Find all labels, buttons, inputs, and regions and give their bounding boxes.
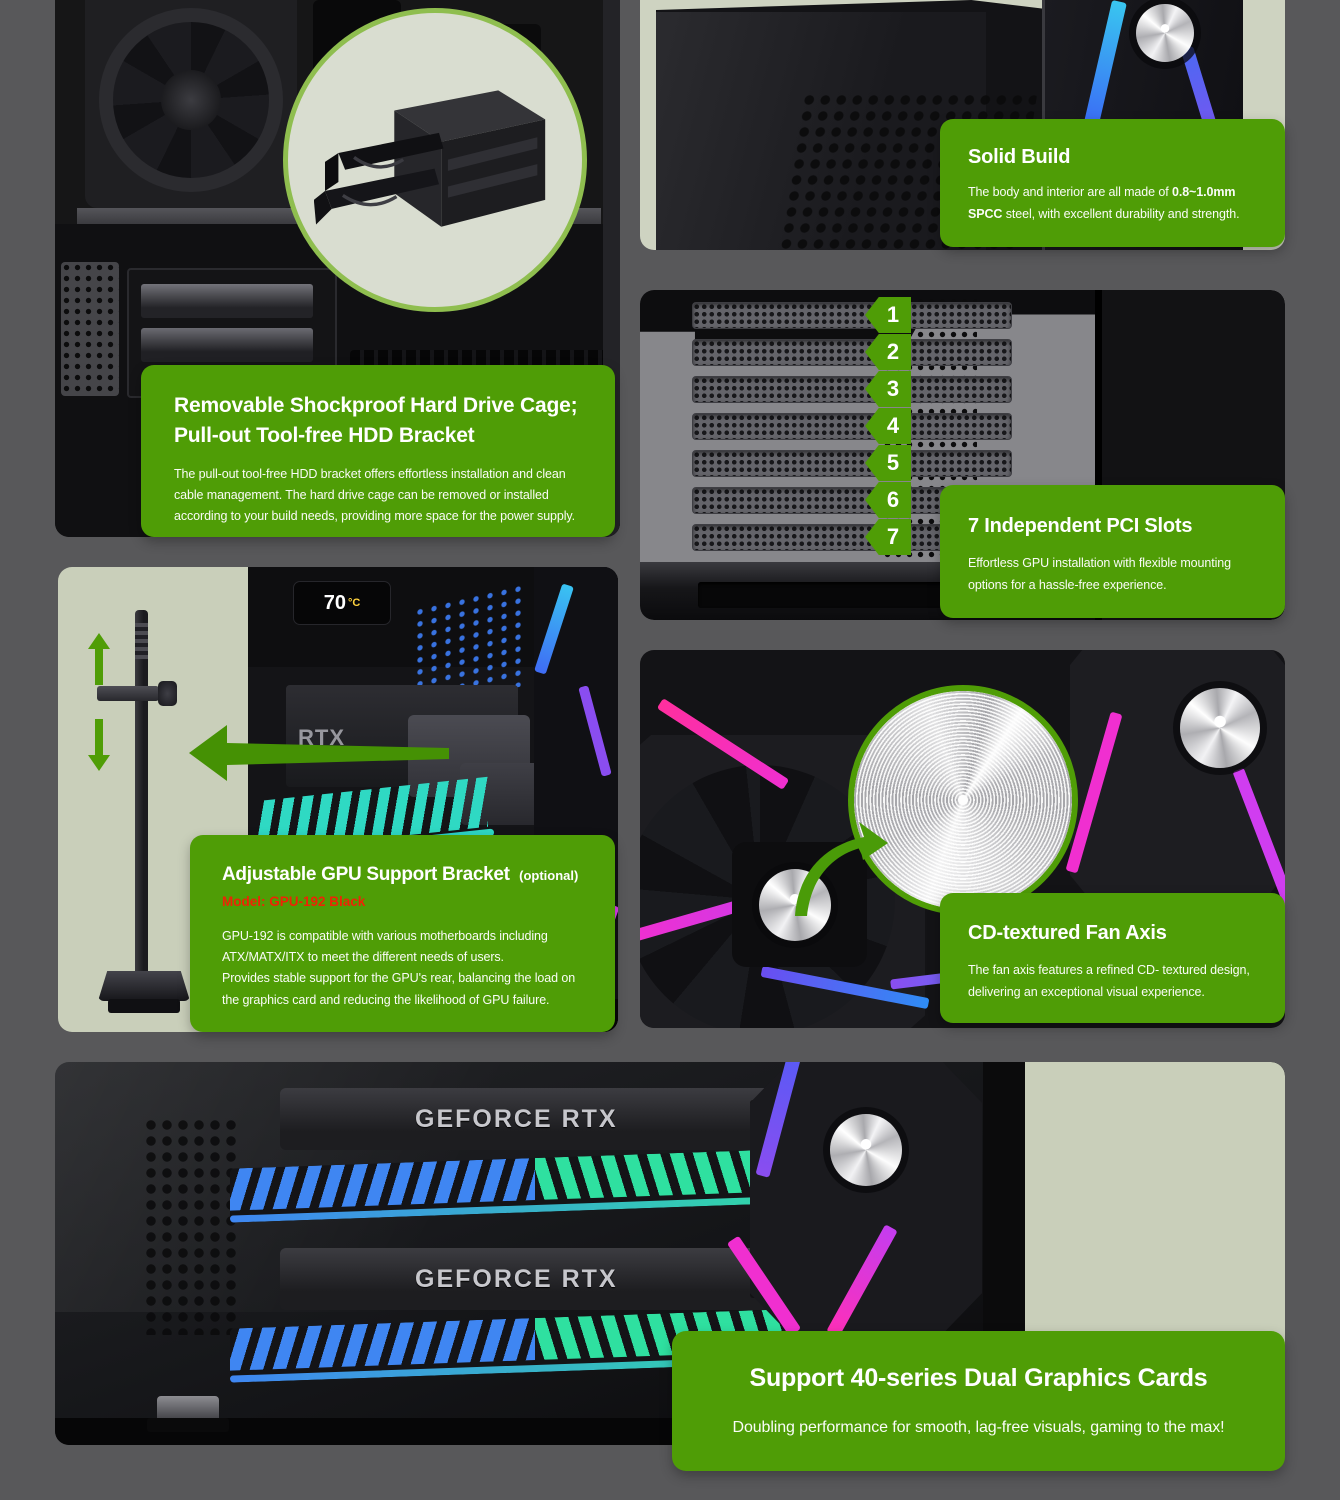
pci-slot-cover <box>692 339 1012 366</box>
cd-center-dot <box>958 795 968 805</box>
pci-slot-cover <box>692 376 1012 403</box>
fan-hub <box>830 1114 902 1186</box>
bracket-base <box>98 971 190 1001</box>
fan-axis-body: The fan axis features a refined CD- text… <box>968 963 1250 999</box>
pci-slots-callout: 7 Independent PCI Slots Effortless GPU i… <box>940 485 1285 618</box>
gpu-bracket-title-suffix: (optional) <box>519 868 579 883</box>
fan-hub-cd <box>1180 688 1260 768</box>
fan-axis-callout: CD-textured Fan Axis The fan axis featur… <box>940 893 1285 1023</box>
hdd-cage-illustration <box>314 90 546 227</box>
lcd-screen: 70°C <box>293 581 391 625</box>
hdd-cage-title-line2: Pull-out Tool-free HDD Bracket <box>174 423 475 447</box>
bracket-knob <box>158 681 177 706</box>
bracket-pole-ridges <box>135 623 148 659</box>
hdd-cage-inset-circle <box>283 8 587 312</box>
solid-build-title: Solid Build <box>968 146 1071 168</box>
lcd-readout: 70 <box>323 591 346 614</box>
gpu-bracket-title-row: Adjustable GPU Support Bracket (optional… <box>222 862 605 889</box>
pci-slots-body: Effortless GPU installation with flexibl… <box>968 556 1231 592</box>
gpu-bracket-body-line1: GPU-192 is compatible with various mothe… <box>222 928 548 965</box>
dual-gpu-callout: Support 40-series Dual Graphics Cards Do… <box>672 1331 1285 1471</box>
gpu-bracket-body-line2: Provides stable support for the GPU's re… <box>222 971 576 1007</box>
front-fan <box>750 1062 982 1334</box>
interior-dark-block <box>1095 290 1102 620</box>
hdd-tray <box>141 284 313 318</box>
cd-texture-inset-circle <box>848 685 1078 915</box>
case-foot <box>157 1396 219 1422</box>
arrow-left-icon <box>189 725 449 781</box>
solid-build-body: The body and interior are all made of 0.… <box>968 185 1240 221</box>
gpu-bracket-model: Model: GPU-192 Black <box>222 893 366 909</box>
hdd-cage-callout: Removable Shockproof Hard Drive Cage; Pu… <box>141 365 615 537</box>
gpu-brand-label: GEFORCE RTX <box>415 1265 618 1293</box>
perforated-column <box>143 1117 241 1335</box>
dual-gpu-title: Support 40-series Dual Graphics Cards <box>749 1364 1208 1392</box>
pci-slot-cover <box>692 302 1012 329</box>
bracket-base-plate <box>108 999 180 1013</box>
solid-build-callout: Solid Build The body and interior are al… <box>940 119 1285 247</box>
pci-slot-cover <box>692 413 1012 440</box>
pci-slots-title: 7 Independent PCI Slots <box>968 515 1193 537</box>
hdd-cage-title-line1: Removable Shockproof Hard Drive Cage; <box>174 394 578 417</box>
arrow-down-icon <box>88 719 110 771</box>
curved-arrow-icon <box>795 822 888 916</box>
gpu-brand-label: GEFORCE RTX <box>415 1105 618 1133</box>
fan-axis-title: CD-textured Fan Axis <box>968 922 1167 944</box>
dual-gpu-photo: GEFORCE RTX GEFORCE RTX <box>55 1062 1285 1445</box>
hdd-cage-body: The pull-out tool-free HDD bracket offer… <box>174 466 576 524</box>
fan-hub-small <box>759 869 831 941</box>
gpu-bracket-callout: Adjustable GPU Support Bracket (optional… <box>190 835 615 1032</box>
fan-axis-photo <box>640 650 1285 1028</box>
case-fan-hub <box>161 70 221 130</box>
lightbar-blue-stripes <box>230 1318 535 1371</box>
bracket-arm <box>97 686 159 701</box>
pci-slot-cover <box>692 450 1012 477</box>
arrow-up-icon <box>88 633 110 685</box>
perforated-tower <box>61 262 119 396</box>
hdd-tray <box>141 328 313 362</box>
gpu-bracket-title: Adjustable GPU Support Bracket <box>222 864 510 885</box>
dual-gpu-body: Doubling performance for smooth, lag-fre… <box>732 1418 1225 1436</box>
case-foot-base <box>147 1418 229 1432</box>
bracket-pole <box>135 610 148 982</box>
fan-hub <box>1136 4 1194 62</box>
